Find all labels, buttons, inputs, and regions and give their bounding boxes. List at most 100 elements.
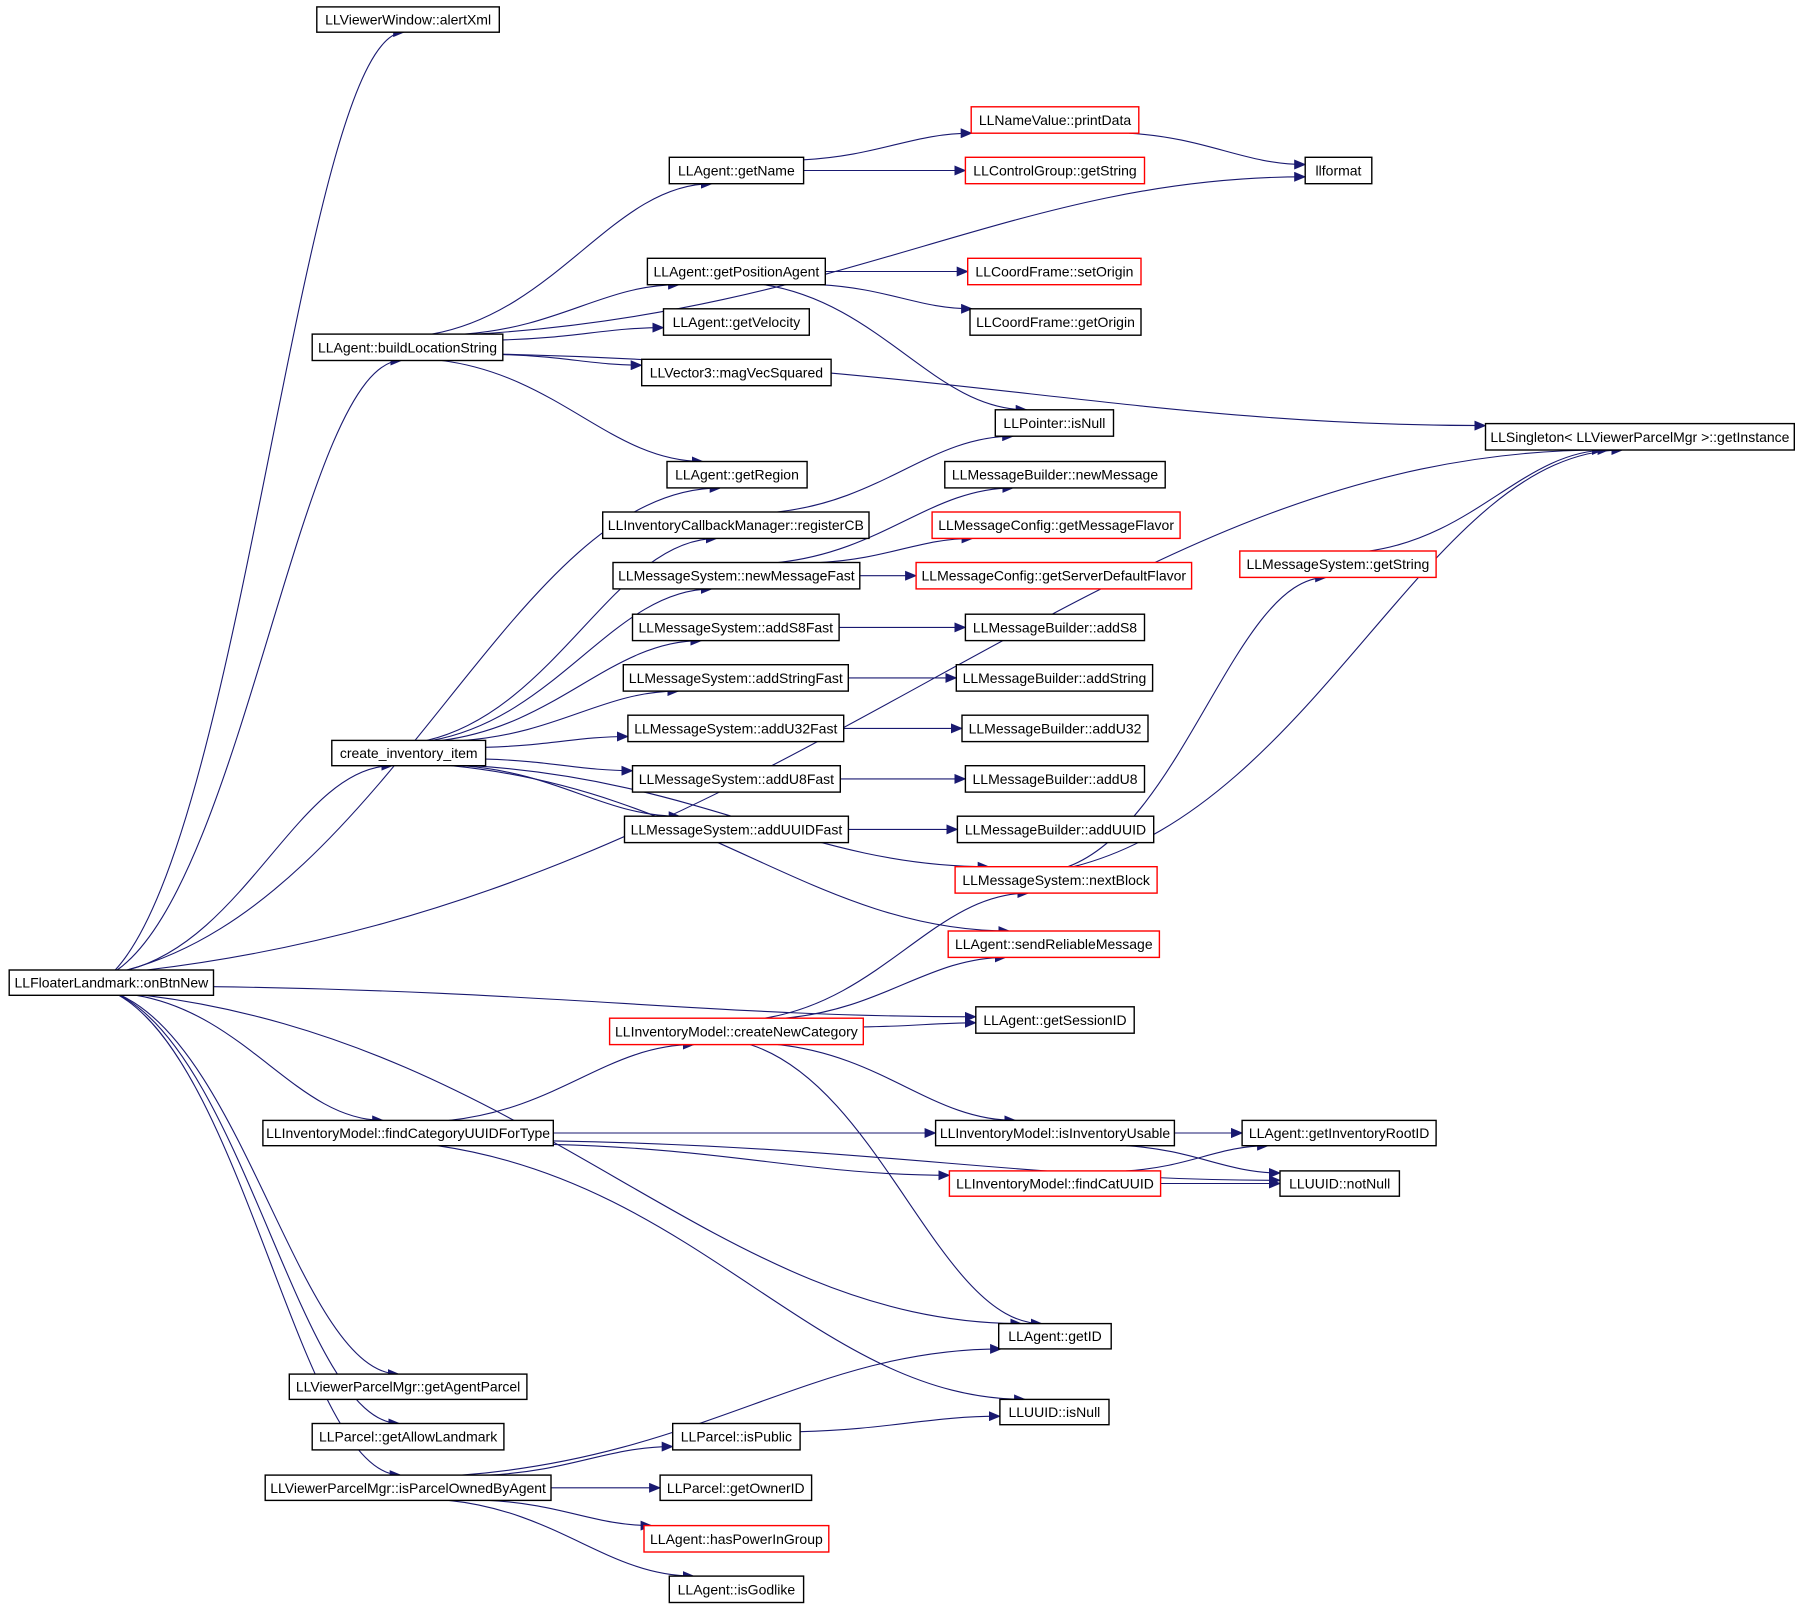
node-box	[646, 257, 827, 286]
node-box	[999, 1398, 1110, 1426]
node-label: LLMessageBuilder::addU8	[973, 771, 1138, 787]
node-llmessagebuilder-adduuid[interactable]: LLMessageBuilder::addUUID	[956, 815, 1155, 844]
node-box	[622, 664, 849, 692]
node-llagent-getinventoryrootid[interactable]: LLAgent::getInventoryRootID	[1241, 1119, 1437, 1147]
node-llagent-getid[interactable]: LLAgent::getID	[998, 1322, 1112, 1350]
node-label: LLInventoryModel::findCategoryUUIDForTyp…	[266, 1125, 550, 1141]
node-llmessagebuilder-addu32[interactable]: LLMessageBuilder::addU32	[961, 714, 1149, 743]
node-create-inventory-item[interactable]: create_inventory_item	[331, 739, 487, 767]
node-llmessagesystem-newmessagefast[interactable]: LLMessageSystem::newMessageFast	[612, 561, 861, 590]
node-box	[954, 866, 1158, 894]
edge-n25-to-n33	[451, 765, 1011, 936]
node-label: LLVector3::magVecSquared	[650, 365, 823, 381]
edge-n19-to-n15	[777, 482, 1015, 564]
edge-root-to-n25	[127, 760, 394, 971]
node-llmessagesystem-addu32fast[interactable]: LLMessageSystem::addU32Fast	[627, 714, 845, 743]
node-llinventorymodel-findcatuuid[interactable]: LLInventoryModel::findCatUUID	[948, 1170, 1162, 1197]
node-llviewerparcelmgr-getagentparcel[interactable]: LLViewerParcelMgr::getAgentParcel	[288, 1373, 528, 1401]
edge-n7-to-n9	[819, 284, 974, 314]
node-llmessagesystem-addstringfast[interactable]: LLMessageSystem::addStringFast	[622, 664, 849, 692]
node-llmessagebuilder-addu8[interactable]: LLMessageBuilder::addU8	[964, 765, 1146, 793]
node-llsingleton-llviewerparcelmgr-getinstance[interactable]: LLSingleton< LLViewerParcelMgr >::getIns…	[1484, 422, 1795, 451]
edge-n25-to-n30	[462, 765, 681, 822]
node-llviewerwindow-alertxml[interactable]: LLViewerWindow::alertXml	[316, 6, 500, 33]
node-llnamevalue-printdata[interactable]: LLNameValue::printData	[970, 106, 1140, 134]
node-llpointer-isnull[interactable]: LLPointer::isNull	[994, 409, 1115, 437]
node-box	[262, 1119, 554, 1147]
node-llmessagesystem-adds8fast[interactable]: LLMessageSystem::addS8Fast	[631, 613, 840, 642]
node-llagent-getpositionagent[interactable]: LLAgent::getPositionAgent	[646, 257, 827, 286]
edge-root-to-n1	[114, 27, 406, 971]
edge-n46-to-n49	[448, 1499, 695, 1582]
node-llviewerparcelmgr-isparcelownedbyagent[interactable]: LLViewerParcelMgr::isParcelOwnedByAgent	[264, 1474, 552, 1502]
node-llagent-getsessionid[interactable]: LLAgent::getSessionID	[975, 1006, 1135, 1034]
node-llparcel-ispublic[interactable]: LLParcel::isPublic	[672, 1422, 801, 1451]
node-label: LLSingleton< LLViewerParcelMgr >::getIns…	[1490, 429, 1789, 445]
node-lluuid-isnull[interactable]: LLUUID::isNull	[999, 1398, 1110, 1426]
edge-n2-to-n7	[464, 279, 681, 335]
node-label: LLMessageBuilder::addU32	[969, 720, 1142, 736]
node-llparcel-getallowlandmark[interactable]: LLParcel::getAllowLandmark	[311, 1422, 505, 1451]
edge-n35-to-n37	[777, 1044, 1017, 1126]
node-label: LLMessageBuilder::addString	[963, 670, 1147, 686]
edge-n46-to-n48	[489, 1499, 653, 1531]
node-llmessagesystem-getstring[interactable]: LLMessageSystem::getString	[1239, 550, 1437, 579]
node-llmessagebuilder-newmessage[interactable]: LLMessageBuilder::newMessage	[944, 460, 1166, 489]
node-box	[641, 358, 832, 387]
edge-n25-to-n16	[426, 533, 718, 741]
node-box	[631, 765, 842, 793]
node-label: LLParcel::getOwnerID	[667, 1480, 805, 1496]
node-label: LLAgent::sendReliableMessage	[955, 936, 1153, 952]
node-llfloaterlandmark-onbtnnew[interactable]: LLFloaterLandmark::onBtnNew	[8, 969, 215, 996]
node-llmessagebuilder-adds8[interactable]: LLMessageBuilder::addS8	[964, 613, 1146, 642]
node-llmessagesystem-nextblock[interactable]: LLMessageSystem::nextBlock	[954, 866, 1158, 894]
node-label: LLMessageSystem::nextBlock	[962, 872, 1151, 888]
node-llparcel-getownerid[interactable]: LLParcel::getOwnerID	[659, 1474, 813, 1502]
node-label: LLMessageSystem::newMessageFast	[618, 568, 855, 584]
node-box	[1279, 1170, 1401, 1197]
node-llinventorymodel-isinventoryusable[interactable]: LLInventoryModel::isInventoryUsable	[934, 1119, 1176, 1147]
node-llcontrolgroup-getstring[interactable]: LLControlGroup::getString	[964, 156, 1146, 185]
node-llcoordframe-getorigin[interactable]: LLCoordFrame::getOrigin	[969, 308, 1142, 336]
node-llagent-getvelocity[interactable]: LLAgent::getVelocity	[662, 308, 811, 336]
edge-root-to-n13	[146, 445, 1604, 971]
node-label: LLAgent::isGodlike	[678, 1581, 796, 1597]
node-llagent-sendreliablemessage[interactable]: LLAgent::sendReliableMessage	[947, 930, 1161, 959]
node-llmessagesystem-addu8fast[interactable]: LLMessageSystem::addU8Fast	[631, 765, 842, 793]
node-box	[668, 156, 805, 185]
node-llmessageconfig-getmessageflavor[interactable]: LLMessageConfig::getMessageFlavor	[931, 511, 1181, 540]
node-llinventorymodel-findcategoryuuidfortype[interactable]: LLInventoryModel::findCategoryUUIDForTyp…	[262, 1119, 554, 1147]
edge-n25-to-n21	[441, 635, 703, 741]
edge-n25-to-n19	[431, 583, 713, 741]
node-llagent-getname[interactable]: LLAgent::getName	[668, 156, 805, 185]
node-label: LLViewerWindow::alertXml	[325, 12, 491, 28]
node-box	[1304, 156, 1373, 185]
edge-n2-to-n3	[432, 178, 713, 335]
node-llformat[interactable]: llformat	[1304, 156, 1373, 185]
node-box	[1241, 1119, 1437, 1147]
node-llvector3-magvecsquared[interactable]: LLVector3::magVecSquared	[641, 358, 832, 387]
node-label: LLViewerParcelMgr::isParcelOwnedByAgent	[270, 1480, 546, 1496]
node-label: LLMessageBuilder::addS8	[973, 619, 1137, 635]
node-box	[627, 714, 845, 743]
node-llagent-isgodlike[interactable]: LLAgent::isGodlike	[668, 1575, 805, 1604]
node-llinventorycallbackmanager-registercb[interactable]: LLInventoryCallbackManager::registerCB	[602, 511, 870, 540]
node-llagent-buildlocationstring[interactable]: LLAgent::buildLocationString	[311, 333, 504, 362]
node-llagent-haspoweringroup[interactable]: LLAgent::hasPowerInGroup	[643, 1524, 830, 1553]
node-llmessageconfig-getserverdefaultflavor[interactable]: LLMessageConfig::getServerDefaultFlavor	[915, 561, 1193, 590]
node-llmessagesystem-adduuidfast[interactable]: LLMessageSystem::addUUIDFast	[623, 815, 850, 844]
edge-n35-to-n33	[784, 952, 1007, 1019]
node-llagent-getregion[interactable]: LLAgent::getRegion	[666, 460, 808, 489]
node-label: LLMessageBuilder::newMessage	[952, 467, 1158, 483]
node-lluuid-notnull[interactable]: LLUUID::notNull	[1279, 1170, 1401, 1197]
node-box	[8, 969, 215, 996]
node-llcoordframe-setorigin[interactable]: LLCoordFrame::setOrigin	[967, 257, 1142, 286]
node-label: LLCoordFrame::setOrigin	[975, 264, 1133, 280]
edge-n2-to-n10	[502, 322, 665, 341]
edge-n46-to-n41	[461, 1343, 1003, 1476]
node-llinventorymodel-createnewcategory[interactable]: LLInventoryModel::createNewCategory	[608, 1017, 864, 1046]
node-box	[662, 308, 811, 336]
node-llmessagebuilder-addstring[interactable]: LLMessageBuilder::addString	[955, 664, 1154, 692]
node-label: LLCoordFrame::getOrigin	[976, 314, 1135, 330]
node-label: LLInventoryModel::isInventoryUsable	[940, 1125, 1171, 1141]
